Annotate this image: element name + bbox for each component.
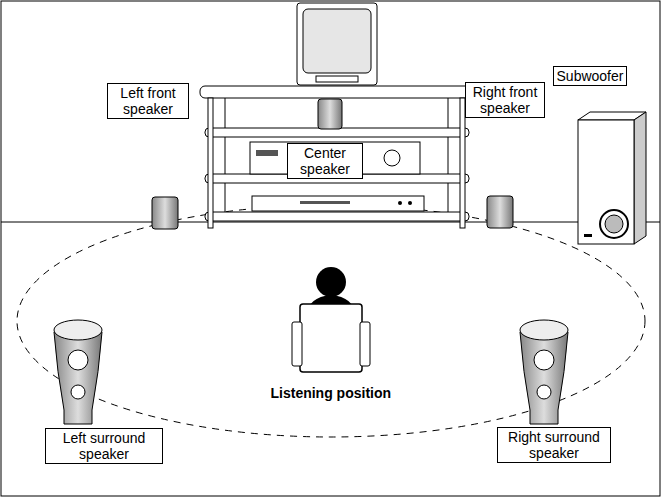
label-box: Left front speaker bbox=[107, 83, 189, 119]
receiver-display bbox=[256, 150, 278, 156]
speaker-label: Center speaker bbox=[290, 145, 360, 177]
left-surround-speaker bbox=[54, 332, 102, 424]
tv-screen bbox=[303, 9, 371, 73]
speaker-top bbox=[54, 320, 102, 340]
stand-post bbox=[448, 92, 449, 215]
speaker-cone bbox=[71, 385, 85, 399]
dvd-button bbox=[408, 201, 412, 205]
subwoofer-body bbox=[578, 120, 634, 244]
chair-arm bbox=[292, 322, 302, 366]
speaker-label: Right surround speaker bbox=[500, 429, 608, 461]
label-box: Right surround speaker bbox=[497, 427, 611, 463]
speaker-cone bbox=[534, 350, 554, 370]
subwoofer-logo bbox=[584, 234, 592, 237]
stand-post bbox=[208, 98, 213, 228]
subwoofer-port bbox=[600, 210, 628, 238]
speaker-label: Left surround speaker bbox=[48, 430, 160, 462]
speaker-cone bbox=[537, 385, 551, 399]
speaker-label: Right front speaker bbox=[468, 84, 542, 116]
speaker-top bbox=[520, 320, 568, 340]
subwoofer-port bbox=[605, 215, 623, 233]
left-front-speaker bbox=[152, 197, 178, 229]
position-label: Listening position bbox=[271, 385, 392, 401]
listener-head bbox=[316, 267, 346, 297]
stand-shelf bbox=[200, 86, 472, 98]
listening-circle bbox=[17, 205, 645, 437]
chair-back bbox=[300, 304, 362, 372]
speaker-label: Left front speaker bbox=[110, 85, 186, 117]
dvd-player bbox=[252, 196, 424, 211]
floor-line bbox=[1, 222, 660, 223]
tv-bezel bbox=[316, 76, 358, 82]
label-box: Left surround speaker bbox=[45, 428, 163, 464]
label-box: Subwoofer bbox=[553, 66, 627, 86]
right-surround-speaker bbox=[520, 332, 568, 424]
center-speaker bbox=[318, 99, 342, 129]
speaker-cone bbox=[68, 350, 88, 370]
chair-arm bbox=[360, 322, 370, 366]
stand-shelf bbox=[205, 212, 469, 221]
dvd-tray bbox=[300, 201, 350, 204]
right-front-speaker bbox=[487, 196, 513, 228]
speaker-label: Subwoofer bbox=[556, 68, 624, 84]
subwoofer-side bbox=[634, 112, 646, 244]
label-box: Right front speaker bbox=[465, 82, 545, 118]
stand-post bbox=[225, 92, 226, 215]
dvd-button bbox=[398, 201, 402, 205]
tv-body bbox=[297, 3, 377, 85]
receiver-knob bbox=[384, 150, 400, 166]
label-box: Center speaker bbox=[287, 143, 363, 179]
